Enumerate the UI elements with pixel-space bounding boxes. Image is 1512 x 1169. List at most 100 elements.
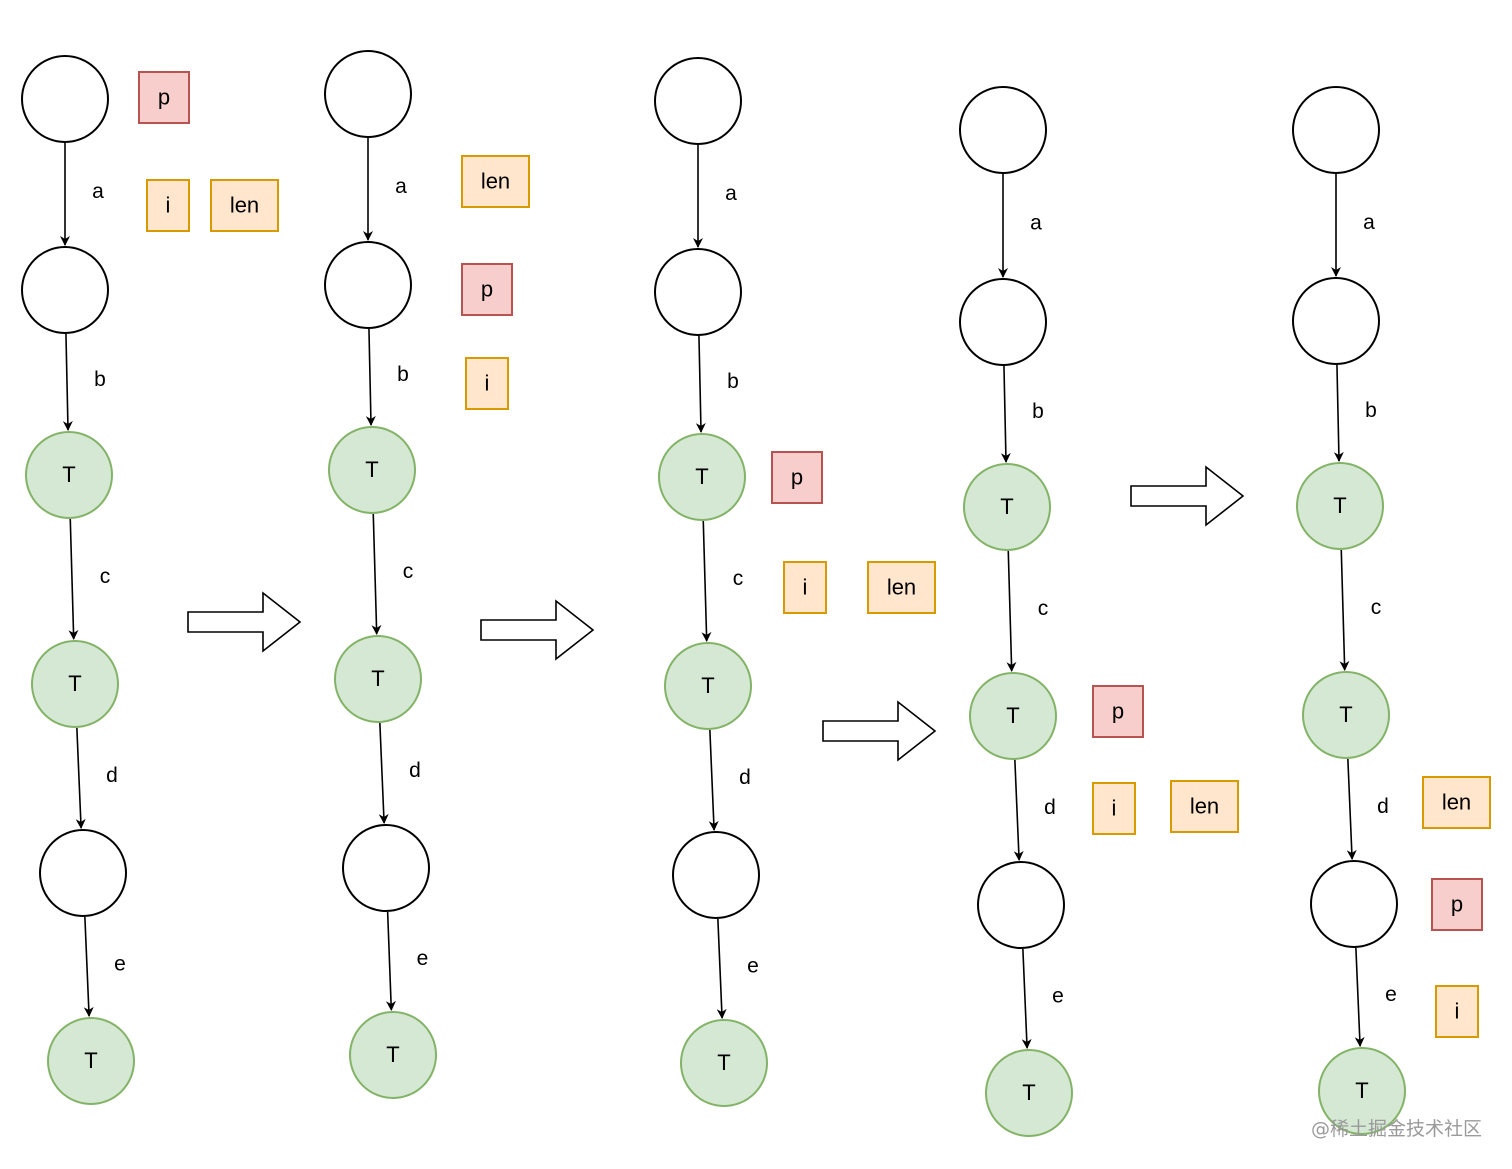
empty-node	[324, 241, 412, 329]
edge-c	[371, 513, 382, 636]
terminal-node	[664, 642, 752, 730]
edge-d	[1013, 759, 1024, 862]
terminal-node	[47, 1017, 135, 1105]
terminal-node-label: T	[62, 462, 75, 487]
terminal-node-label: T	[68, 671, 81, 696]
terminal-node-label: T	[1022, 1080, 1035, 1105]
terminal-node-label: T	[695, 464, 708, 489]
edge-label-e: e	[747, 955, 759, 978]
edge-label-d: d	[1044, 796, 1056, 819]
terminal-node-label: T	[1339, 702, 1352, 727]
pointer-box-p	[1092, 685, 1144, 738]
empty-node	[977, 861, 1065, 949]
edge-b	[62, 333, 73, 432]
empty-node	[21, 246, 109, 334]
edge-b	[1333, 364, 1344, 463]
edge-b	[695, 335, 706, 434]
terminal-node	[1318, 1047, 1406, 1135]
edge-e	[1354, 947, 1365, 1048]
pointer-label-len: len	[1190, 793, 1219, 818]
edge-label-a: a	[1363, 211, 1375, 234]
pointer-box-len	[210, 179, 279, 232]
pointer-box-p	[771, 451, 823, 504]
terminal-node	[985, 1049, 1073, 1137]
edge-label-b: b	[1365, 399, 1377, 422]
terminal-node-label: T	[84, 1048, 97, 1073]
empty-node	[324, 50, 412, 138]
terminal-node	[1302, 671, 1390, 759]
edge-c	[68, 518, 79, 641]
pointer-box-i	[146, 179, 190, 232]
terminal-node	[25, 431, 113, 519]
terminal-node	[31, 640, 119, 728]
pointer-label-i: i	[1112, 795, 1117, 820]
terminal-node-label: T	[1333, 493, 1346, 518]
pointer-label-i: i	[803, 574, 808, 599]
edge-label-c: c	[100, 565, 111, 588]
terminal-node-label: T	[717, 1050, 730, 1075]
edge-label-c: c	[1038, 597, 1049, 620]
pointer-box-len	[1170, 780, 1239, 833]
edge-b	[1000, 365, 1011, 464]
terminal-node	[680, 1019, 768, 1107]
edge-b	[365, 328, 376, 427]
pointer-box-len	[1422, 776, 1491, 829]
pointer-label-len: len	[1442, 789, 1471, 814]
edge-label-a: a	[92, 180, 104, 203]
pointer-label-i: i	[1455, 998, 1460, 1023]
terminal-node	[969, 672, 1057, 760]
pointer-box-i	[783, 561, 827, 614]
edge-d	[75, 727, 86, 830]
empty-node	[654, 57, 742, 145]
edge-label-b: b	[727, 370, 739, 393]
transition-arrow-icon-1	[187, 591, 302, 653]
edge-label-c: c	[403, 560, 414, 583]
empty-node	[959, 86, 1047, 174]
empty-node	[1292, 277, 1380, 365]
terminal-node-label: T	[1355, 1078, 1368, 1103]
terminal-node	[349, 1011, 437, 1099]
watermark: @稀土掘金技术社区	[1310, 1118, 1482, 1140]
pointer-label-len: len	[887, 574, 916, 599]
edge-d	[1346, 758, 1357, 861]
edge-label-e: e	[1052, 985, 1064, 1008]
terminal-node	[1296, 462, 1384, 550]
pointer-box-p	[461, 263, 513, 316]
pointer-box-p	[138, 71, 190, 124]
pointer-label-p: p	[481, 276, 493, 301]
pointer-label-p: p	[791, 464, 803, 489]
terminal-node	[334, 635, 422, 723]
empty-node	[1310, 860, 1398, 948]
terminal-node-label: T	[1000, 494, 1013, 519]
pointer-box-len	[461, 155, 530, 208]
pointer-label-p: p	[158, 84, 170, 109]
edge-label-d: d	[106, 764, 118, 787]
terminal-node-label: T	[371, 666, 384, 691]
edge-label-c: c	[1371, 596, 1382, 619]
edge-label-a: a	[725, 182, 737, 205]
edge-label-d: d	[739, 766, 751, 789]
edge-c	[701, 520, 712, 643]
terminal-node	[963, 463, 1051, 551]
terminal-node	[658, 433, 746, 521]
terminal-node-label: T	[701, 673, 714, 698]
pointer-box-p	[1431, 878, 1483, 931]
terminal-node	[328, 426, 416, 514]
pointer-label-i: i	[166, 192, 171, 217]
edge-c	[1339, 549, 1350, 672]
pointer-label-p: p	[1112, 698, 1124, 723]
terminal-node-label: T	[1006, 703, 1019, 728]
edge-label-a: a	[395, 175, 407, 198]
edge-label-d: d	[409, 759, 421, 782]
transition-arrow-icon-4	[1130, 465, 1245, 527]
empty-node	[21, 55, 109, 143]
pointer-label-p: p	[1451, 891, 1463, 916]
pointer-box-i	[465, 357, 509, 410]
edge-e	[83, 916, 94, 1018]
pointer-box-i	[1092, 782, 1136, 835]
